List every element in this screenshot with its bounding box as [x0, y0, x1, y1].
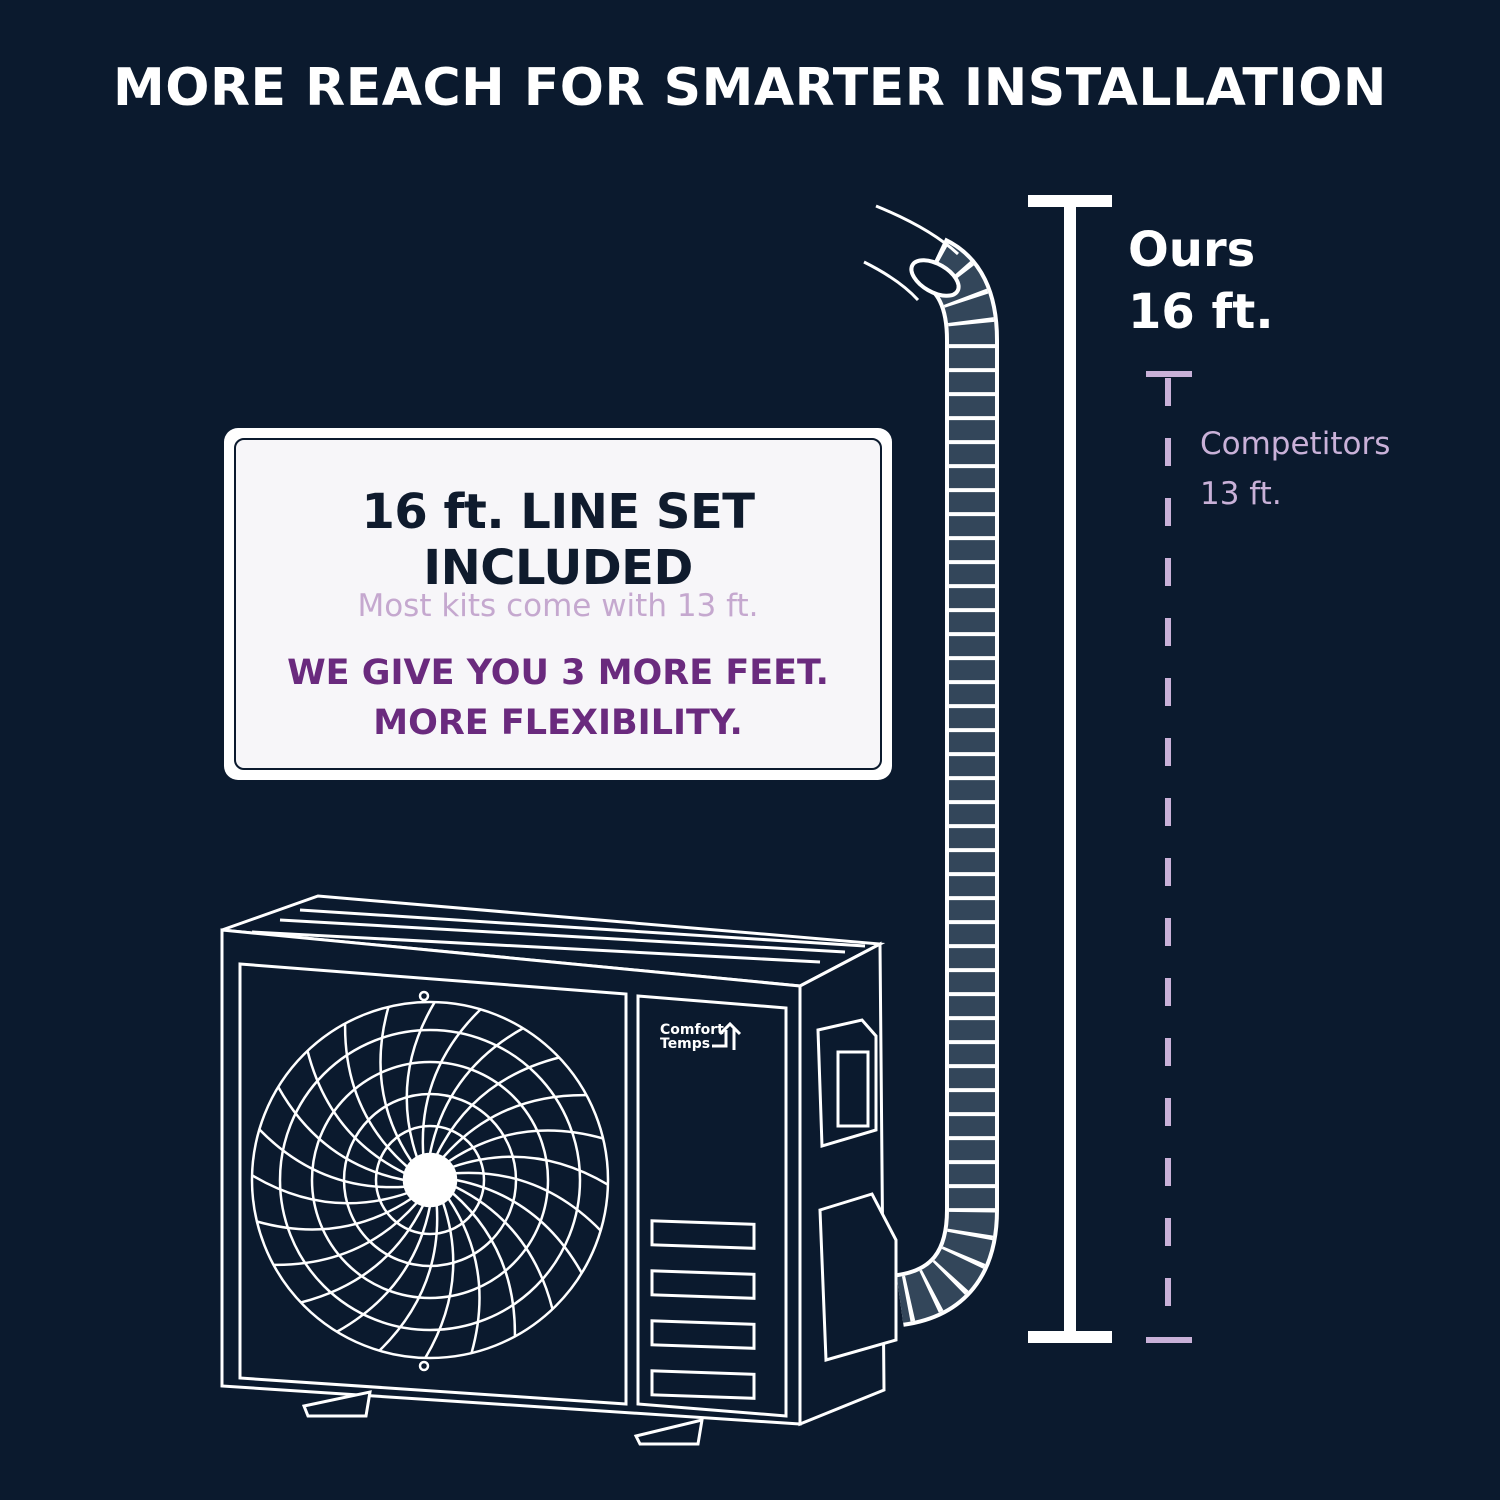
- fan-spoke: [435, 1056, 560, 1156]
- ours-label: Ours: [1128, 222, 1256, 278]
- outdoor-unit: [220, 894, 898, 1446]
- brand-logo: Comfort Temps: [660, 1021, 742, 1052]
- fan-spoke: [454, 1185, 554, 1310]
- card-title: 16 ft. LINE SET INCLUDED: [361, 484, 756, 596]
- line-set-pipe: [863, 204, 999, 1327]
- fan-spoke: [451, 1192, 517, 1337]
- fan-spoke: [428, 1027, 524, 1155]
- fan-spoke: [258, 1128, 405, 1189]
- brand-arrow-icon: [712, 1021, 742, 1050]
- headline: MORE REACH FOR SMARTER INSTALLATION: [113, 58, 1387, 118]
- fan-spoke: [455, 1178, 583, 1274]
- fan-spoke: [421, 1008, 482, 1155]
- fan-spoke: [277, 1086, 405, 1182]
- ours-measure-bar: [1028, 195, 1112, 1343]
- brand-line1: Comfort: [660, 1022, 724, 1038]
- fan-spoke: [343, 1023, 409, 1168]
- fan-spoke: [424, 1202, 455, 1359]
- card-emphasis-line2: MORE FLEXIBILITY.: [373, 703, 743, 743]
- card-subtitle: Most kits come with 13 ft.: [357, 588, 759, 624]
- competitors-measure-bar: [1146, 371, 1192, 1343]
- fan-spoke: [379, 1006, 413, 1163]
- card-emphasis: WE GIVE YOU 3 MORE FEET. MORE FLEXIBILIT…: [236, 648, 880, 748]
- competitors-label: Competitors: [1200, 426, 1391, 462]
- fan-spoke: [447, 1197, 481, 1354]
- fan-spoke: [442, 1093, 587, 1159]
- info-card: 16 ft. LINE SET INCLUDED Most kits come …: [224, 428, 892, 780]
- fan-spoke: [300, 1204, 425, 1304]
- ours-value: 16 ft.: [1128, 284, 1274, 340]
- fan-spoke: [447, 1129, 604, 1163]
- competitors-value: 13 ft.: [1200, 476, 1282, 512]
- fan-spoke: [273, 1201, 418, 1267]
- fan-grille: [250, 990, 610, 1372]
- fan-spoke: [336, 1205, 432, 1333]
- fan-spoke: [251, 1174, 408, 1205]
- info-card-inner: 16 ft. LINE SET INCLUDED Most kits come …: [234, 438, 882, 770]
- card-emphasis-line1: WE GIVE YOU 3 MORE FEET.: [287, 653, 829, 693]
- fan-spoke: [306, 1050, 406, 1175]
- brand-line2: Temps: [660, 1036, 710, 1052]
- fan-spoke: [452, 1155, 609, 1186]
- fan-spoke: [455, 1171, 602, 1232]
- fan-spoke: [405, 1001, 436, 1158]
- fan-spoke: [378, 1205, 439, 1352]
- fan-spoke: [256, 1197, 413, 1231]
